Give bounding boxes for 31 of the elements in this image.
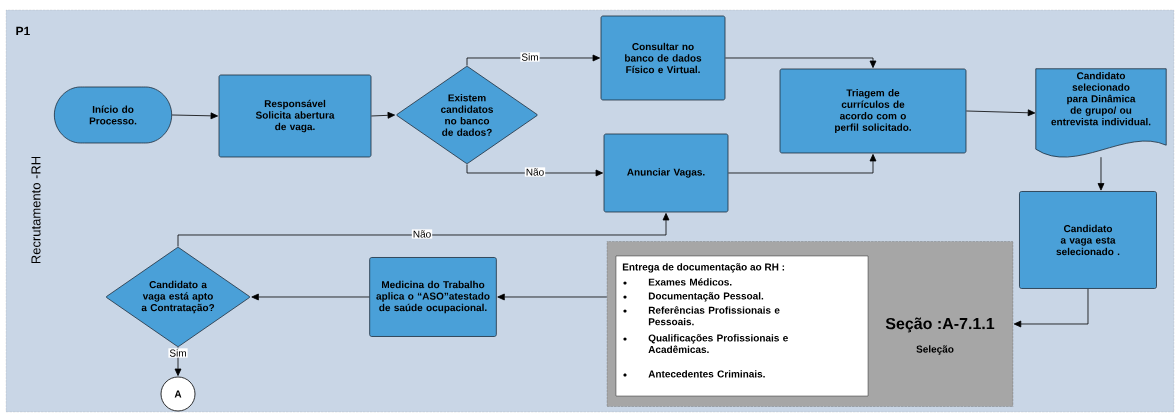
edge-label: Não bbox=[524, 167, 546, 177]
process-box: Responsável Solicita abertura de vaga. bbox=[218, 74, 372, 158]
process-box: Medicina do Trabalho aplica o “ASO”atestado de saúde ocupacional. bbox=[369, 257, 497, 337]
note-box bbox=[615, 255, 869, 397]
process-box: Anunciar Vagas. bbox=[603, 133, 729, 213]
arrow bbox=[466, 54, 600, 66]
process-box: Candidato a vaga esta selecionado . bbox=[1019, 191, 1157, 289]
arrow bbox=[466, 164, 603, 177]
edge-label: Sim bbox=[168, 348, 188, 358]
arrow bbox=[1013, 288, 1089, 328]
arrow bbox=[177, 213, 670, 247]
arrow bbox=[728, 154, 877, 174]
list-heading: Entrega de documentação ao RH : bbox=[622, 263, 785, 273]
list-item: Documentação Pessoal. bbox=[648, 292, 764, 302]
arrow bbox=[174, 347, 182, 376]
list-item: Qualificações Profissionais e Acadêmicas. bbox=[648, 334, 788, 354]
arrow bbox=[497, 293, 608, 301]
list-item: Exames Médicos. bbox=[648, 278, 732, 286]
arrow bbox=[371, 111, 395, 119]
process-box: Consultar no banco de dados Físico e Virtual. bbox=[600, 15, 726, 101]
arrow bbox=[171, 112, 218, 120]
arrow bbox=[966, 109, 1036, 117]
edge-label: Sim bbox=[520, 52, 540, 62]
edge-label: Não bbox=[411, 229, 433, 239]
process-box: Triagem de currículos de acordo com o perfil solicitado. bbox=[779, 68, 967, 154]
list-item: Referências Profissionais e Pessoais. bbox=[648, 306, 780, 326]
arrow bbox=[251, 293, 370, 301]
start-terminal: Início do Processo. bbox=[53, 86, 173, 144]
arrow bbox=[725, 57, 877, 68]
list-item: Antecedentes Criminais. bbox=[648, 370, 765, 378]
arrow bbox=[1097, 156, 1105, 191]
